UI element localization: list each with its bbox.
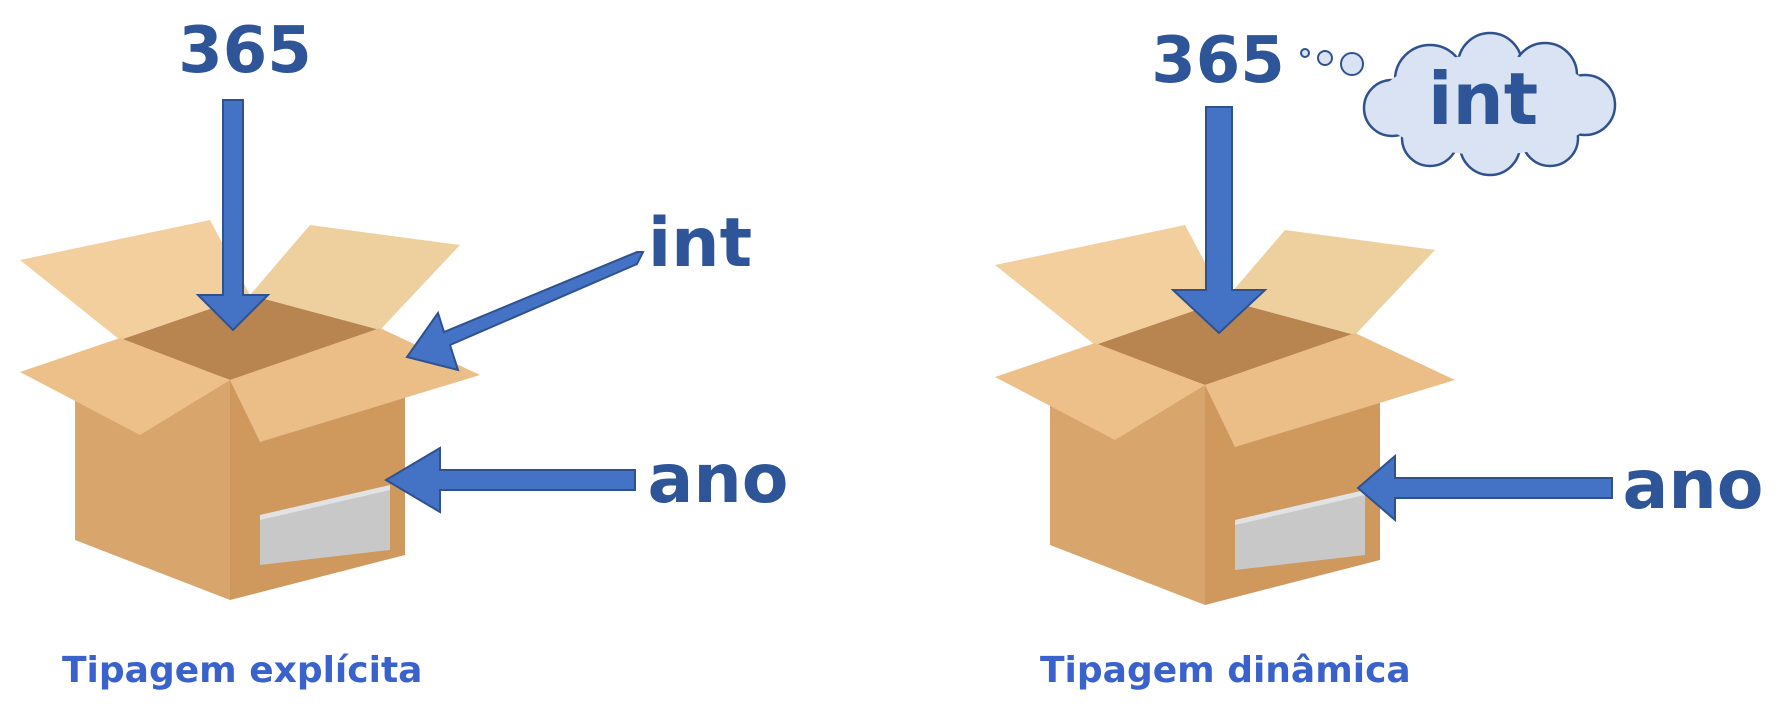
left-panel: 365 int ano Tipagem explícita <box>20 14 789 691</box>
right-name-arrow <box>1356 453 1613 523</box>
left-type-arrow <box>405 251 645 372</box>
right-panel: 365 int ano Tipagem dinâmica <box>995 24 1764 691</box>
thought-dot-medium <box>1317 50 1333 66</box>
left-type-label: int <box>648 204 752 283</box>
right-caption: Tipagem dinâmica <box>1040 650 1411 691</box>
thought-type-label: int <box>1428 57 1538 141</box>
left-name-arrow <box>384 446 636 514</box>
right-name-label: ano <box>1622 446 1763 525</box>
right-value-label: 365 <box>1151 24 1285 98</box>
left-caption: Tipagem explícita <box>62 650 422 691</box>
thought-cloud <box>1362 31 1617 177</box>
left-value-label: 365 <box>178 14 312 88</box>
left-value-arrow <box>195 99 271 332</box>
left-name-label: ano <box>647 440 788 519</box>
left-box-illustration <box>20 220 480 600</box>
thought-dot-large <box>1340 52 1364 76</box>
thought-dot-small <box>1300 48 1310 58</box>
right-value-arrow <box>1170 106 1268 335</box>
